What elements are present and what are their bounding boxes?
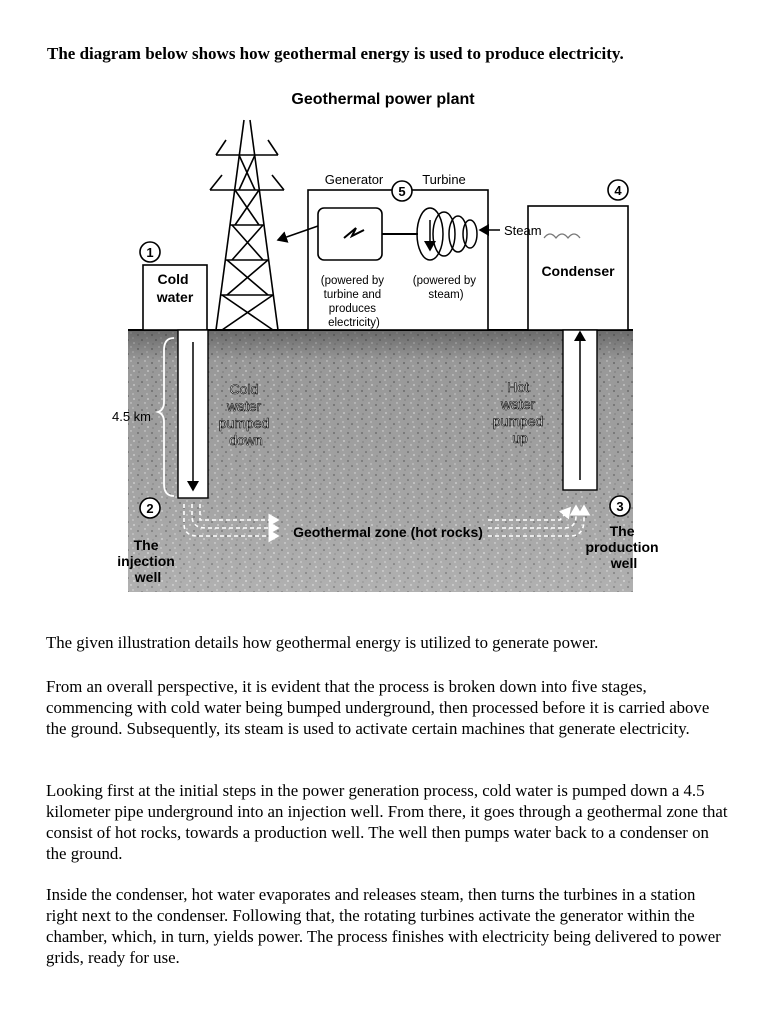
step-marker-4: 4	[607, 179, 629, 201]
ground	[128, 329, 633, 592]
step-marker-2: 2	[139, 497, 161, 519]
svg-text:5: 5	[398, 184, 405, 199]
geothermal-flow	[183, 504, 591, 543]
steam-cloud	[543, 233, 581, 239]
paragraph-initial-steps: Looking first at the initial steps in th…	[46, 781, 728, 863]
geothermal-diagram: Geothermal power plant	[108, 80, 668, 600]
depth-bracket	[155, 337, 175, 497]
cold-water-label: Cold water	[156, 271, 194, 305]
hot-pumped-label: Hot water pumped up	[493, 379, 547, 446]
lightning-icon	[343, 227, 365, 239]
paragraph-final-steps: Inside the condenser, hot water evaporat…	[46, 885, 721, 967]
cold-water-tank	[142, 264, 208, 331]
paragraph-intro: The given illustration details how geoth…	[46, 633, 599, 652]
steam-label: Steam	[504, 223, 542, 238]
generator-label: Generator	[325, 172, 384, 187]
svg-text:3: 3	[616, 499, 623, 514]
diagram-title: Geothermal power plant	[291, 91, 475, 108]
turbine-label: Turbine	[422, 172, 466, 187]
step-marker-3: 3	[609, 495, 631, 517]
cold-pumped-label: Cold water pumped down	[219, 381, 273, 448]
svg-text:4: 4	[614, 183, 622, 198]
page-heading: The diagram below shows how geothermal e…	[47, 44, 624, 63]
condenser-label: Condenser	[541, 263, 615, 279]
paragraph-overview: From an overall perspective, it is evide…	[46, 677, 710, 738]
diagram-svg: Geothermal power plant	[112, 91, 663, 592]
svg-text:2: 2	[146, 501, 153, 516]
injection-well-label: The injection well	[117, 537, 178, 585]
step-marker-5: 5	[391, 180, 413, 202]
power-pylon	[209, 119, 285, 331]
turbine-note: (powered by steam)	[413, 275, 480, 301]
production-well-label: The production well	[586, 523, 663, 571]
turbine-icon	[416, 207, 478, 261]
depth-label: 4.5 km	[112, 409, 151, 424]
step-marker-1: 1	[139, 241, 161, 263]
generator-note: (powered by turbine and produces electri…	[321, 275, 388, 329]
geothermal-zone-label: Geothermal zone (hot rocks)	[293, 524, 483, 540]
svg-text:1: 1	[146, 245, 153, 260]
